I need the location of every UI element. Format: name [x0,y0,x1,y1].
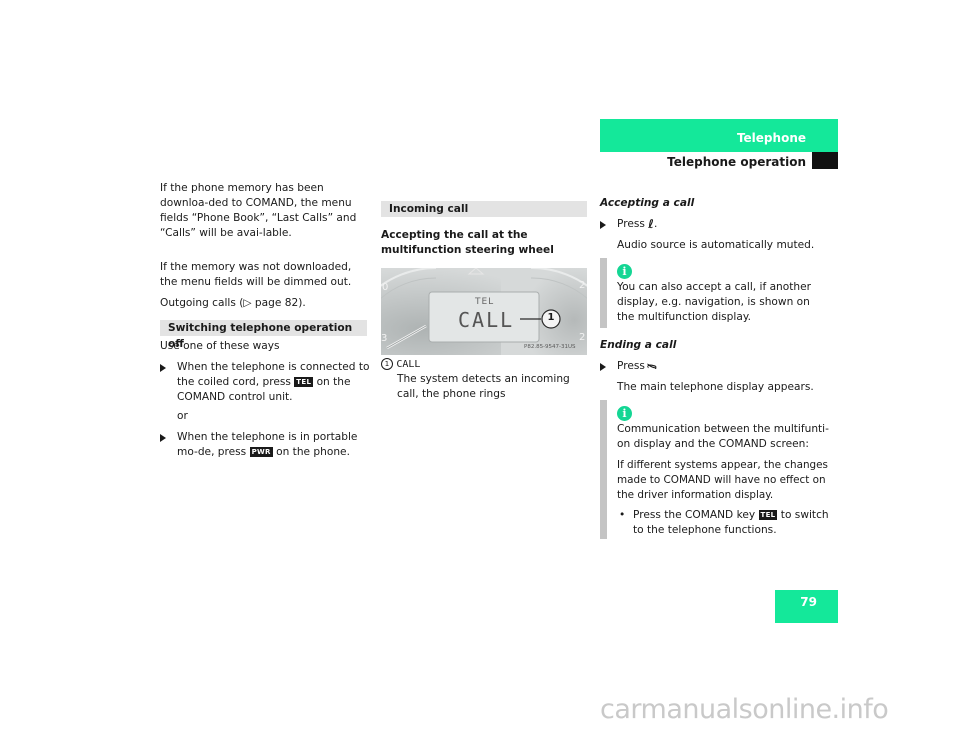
end-press-step: Press ℓ. [600,359,820,374]
ways-intro: Use one of these ways [160,340,280,352]
outgoing-calls-reference: Outgoing calls (▷ page 82). [160,297,306,309]
press-text: Press [617,360,645,372]
info-icon: i [617,264,632,279]
accept-after-text: Audio source is automatically muted. [617,239,815,251]
svg-text:0: 0 [382,282,388,293]
image-code: P82.85-9547-31US [524,344,576,350]
info-text: If different systems appear, the changes… [617,459,828,501]
tel-key-icon: TEL [294,377,314,387]
or-text: or [177,410,188,422]
bullet-text: Press the COMAND key [633,509,756,521]
display-tel-label: TEL [475,297,495,307]
arrow-bullet-icon [600,221,606,229]
accept-press-step: Press ℓ. [600,217,820,232]
end-heading: Ending a call [600,339,677,351]
phone-end-icon: ℓ [644,363,659,370]
section-switching-off: Switching telephone operation off [160,320,367,350]
info-box-accept: i You can also accept a call, if another… [600,258,838,328]
cluster-illustration: 0 3 2 2 [381,268,587,355]
instrument-cluster-image: 0 3 2 2 TEL CALL 1 P82.85-9547-31US [381,268,587,355]
caption-text: The system detects an incoming call, the… [397,373,570,400]
watermark: carmanualsonline.info [600,694,889,725]
caption-number: 1 [384,360,390,368]
section-incoming-call: Incoming call [381,201,587,217]
bullet-dot: • [619,509,626,521]
bullet-text: on the COMAND control unit. [177,376,351,403]
bullet-text: on the phone. [276,446,350,458]
press-text: Press [617,218,645,230]
arrow-bullet-icon [160,364,166,372]
bullet-text: When the telephone is connected to the c… [177,361,370,388]
callout-number: 1 [547,312,555,323]
accept-heading: Accepting a call [600,197,695,209]
steering-wheel-heading: Accepting the call at the multifunction … [381,229,554,256]
dimmed-paragraph: If the memory was not downloaded, the me… [160,261,352,288]
svg-text:2: 2 [579,332,585,343]
tel-key-icon: TEL [758,510,778,520]
header-marker [812,152,838,169]
svg-text:2: 2 [579,280,585,291]
pwr-key-icon: PWR [249,447,273,457]
header-subtitle: Telephone operation [667,155,806,169]
bullet-portable-mode: When the telephone is in portable mo-de,… [160,430,370,460]
section-title: Incoming call [389,203,469,215]
phone-accept-icon: ℓ [648,217,654,231]
info-box-communication: i Communication between the multifunti-o… [600,400,838,539]
bullet-text: to switch to the telephone functions. [633,509,829,536]
section-title: Switching telephone operation off [168,322,353,350]
info-icon: i [617,406,632,421]
page-number: 79 [800,595,817,609]
page-number-box [775,590,838,623]
header-title: Telephone [736,131,806,145]
bullet-coiled-cord: When the telephone is connected to the c… [160,360,370,405]
info-text: You can also accept a call, if another d… [617,281,811,323]
bullet-text: When the telephone is in portable mo-de,… [177,431,358,458]
caption-label: CALL [396,359,421,370]
caption: 1 CALL The system detects an incoming ca… [381,357,591,402]
svg-text:3: 3 [381,333,387,344]
display-call-label: CALL [458,308,515,332]
arrow-bullet-icon [600,363,606,371]
info-text: Communication between the multifunti-on … [617,423,829,450]
intro-paragraph: If the phone memory has been downloa-ded… [160,182,357,239]
header-tab [600,119,838,152]
arrow-bullet-icon [160,434,166,442]
info-bullet: • Press the COMAND key TEL to switch to … [617,508,830,538]
caption-number-badge: 1 [381,358,393,370]
end-after-text: The main telephone display appears. [617,381,814,393]
